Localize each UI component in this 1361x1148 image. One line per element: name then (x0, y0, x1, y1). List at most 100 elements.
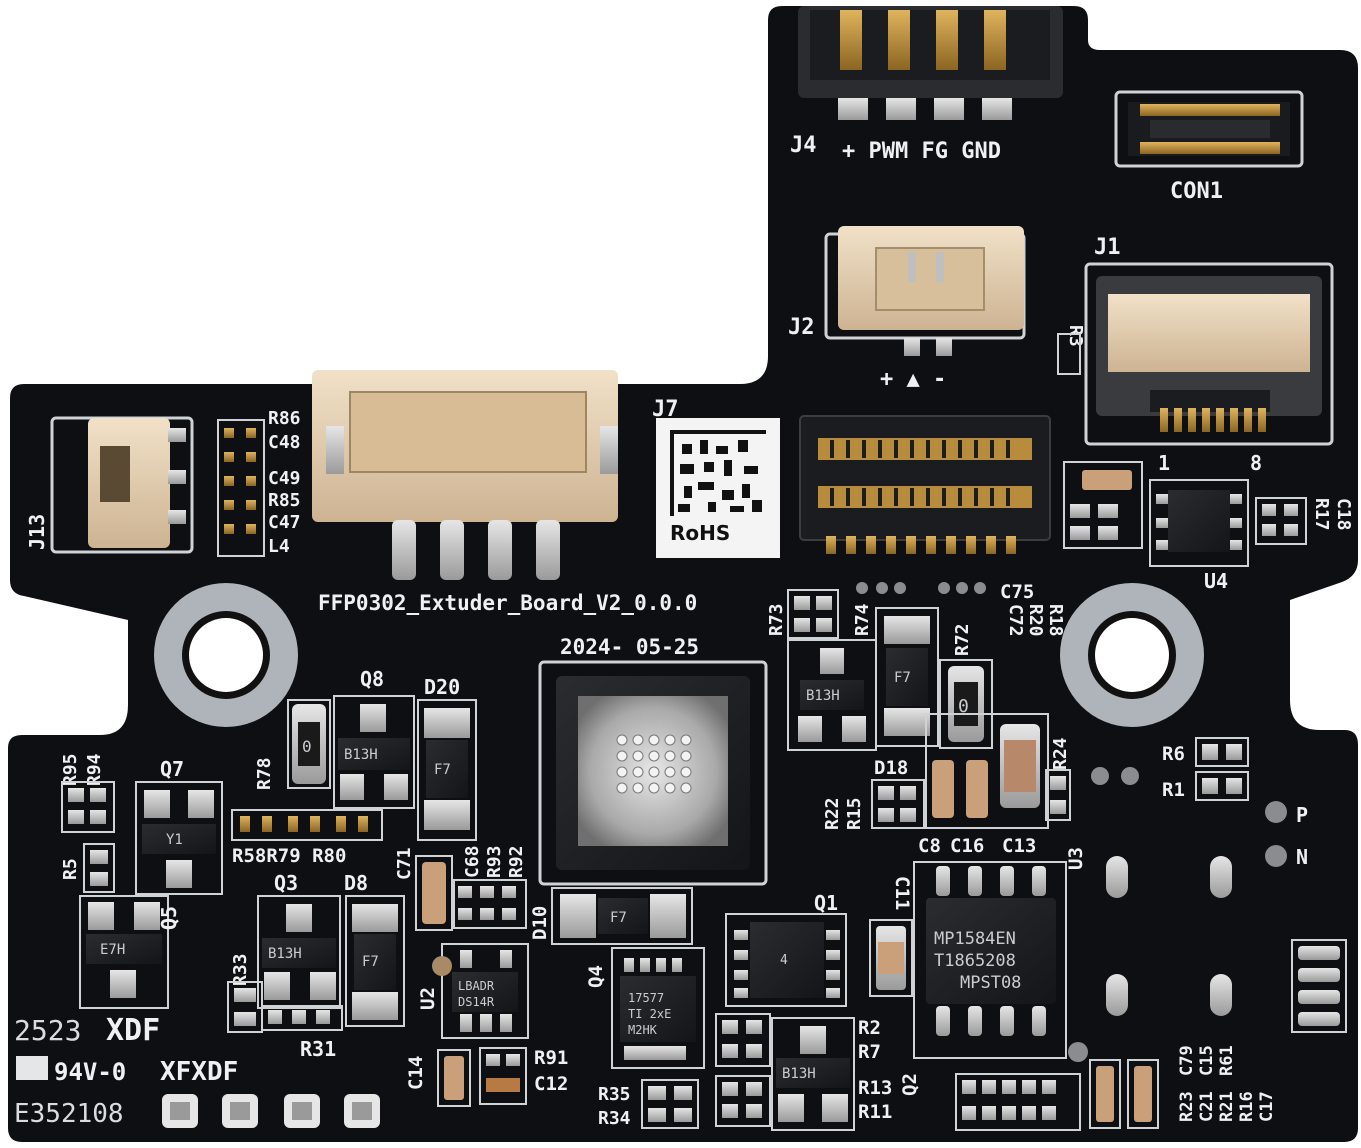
label-c12: C12 (534, 1073, 568, 1095)
label-c21: C21 (1197, 1091, 1217, 1122)
q8-transistor: B13H (333, 695, 415, 809)
label-transistor-a: B13H (806, 688, 840, 704)
label-r17: R17 (1311, 498, 1332, 531)
u3-chip: MP1584EN T1865208 MPST08 (913, 861, 1067, 1059)
resistor-r72: 0 (939, 659, 993, 749)
label-lot: E352108 (14, 1099, 124, 1129)
label-q5: Q5 (157, 906, 181, 930)
bottom-right-passives (955, 1059, 1159, 1131)
label-r18: R18 (1045, 604, 1066, 637)
label-r72: R72 (952, 623, 973, 656)
j1-connector (1084, 262, 1334, 446)
sot23-near-r74: B13H (787, 639, 877, 751)
right-edge-pads (1291, 939, 1347, 1033)
label-j1-pin8: 8 (1250, 451, 1262, 475)
label-q3: Q3 (274, 871, 298, 895)
resistor-r78: 0 (287, 699, 331, 789)
label-r73: R73 (766, 603, 787, 636)
label-q4: Q4 (585, 965, 607, 988)
r5-pads (83, 843, 115, 893)
label-r7: R7 (858, 1041, 881, 1063)
label-q8: Q8 (360, 667, 384, 691)
d20-diode: F7 (417, 699, 477, 841)
q4-marking-2: TI 2xE (628, 1007, 671, 1021)
q5-transistor: E7H (79, 895, 169, 1009)
label-r33: R33 (230, 953, 251, 986)
label-r2: R2 (858, 1017, 881, 1039)
label-r16: R16 (1237, 1091, 1257, 1122)
label-transistor-q7: Y1 (166, 832, 183, 848)
label-d8: D8 (344, 871, 368, 895)
label-c14: C14 (405, 1056, 427, 1090)
label-u2: U2 (417, 987, 439, 1010)
label-xdf: XDF (106, 1013, 160, 1048)
r2-r7-pads (715, 1013, 771, 1127)
label-r13: R13 (858, 1077, 892, 1099)
passives-left-column (217, 419, 265, 557)
u4-chip (1149, 479, 1249, 567)
label-diode-d10: F7 (610, 910, 627, 926)
label-r24: R24 (1050, 737, 1071, 770)
svg-text:0: 0 (302, 737, 312, 756)
right-oval-pads (1106, 856, 1232, 1016)
caps-c8-c16-c13 (925, 713, 1049, 829)
label-j4: J4 (790, 133, 817, 158)
label-n: N (1296, 845, 1308, 869)
label-r6: R6 (1162, 743, 1185, 765)
label-ul: 94V-0 (54, 1058, 126, 1086)
label-c17: C17 (1257, 1091, 1277, 1122)
label-transistor-q5: E7H (100, 942, 125, 958)
u2-chip: LBADR DS14R (432, 943, 529, 1039)
rohs-datamatrix-label: RoHS (656, 418, 780, 558)
label-c15: C15 (1197, 1045, 1217, 1076)
label-c13: C13 (1002, 835, 1036, 857)
label-xfxdf: XFXDF (160, 1057, 238, 1087)
label-j1: J1 (1094, 235, 1121, 260)
label-q2: Q2 (899, 1073, 921, 1096)
label-d20: D20 (424, 675, 460, 699)
c71-c68-group (415, 855, 527, 931)
label-p: P (1296, 803, 1308, 827)
con1-connector (1114, 90, 1304, 168)
j2-connector (824, 226, 1026, 356)
label-r3: R3 (1065, 325, 1086, 347)
passives-near-u4 (1063, 461, 1307, 549)
label-r58-r79-r80: R58R79 R80 (232, 845, 346, 867)
q4-chip: 17577 TI 2xE M2HK (611, 947, 705, 1069)
label-2523: 2523 (14, 1014, 81, 1047)
label-d10: D10 (529, 906, 551, 940)
c14-r91-c12-group (437, 1047, 527, 1107)
label-j2-pins: + ▲ - (880, 367, 946, 392)
j4-connector (798, 6, 1063, 120)
r58-r79-r80-pads (231, 809, 383, 841)
label-transistor-q3: B13H (268, 946, 302, 962)
label-r23: R23 (1177, 1091, 1197, 1122)
btb-connector (799, 415, 1051, 554)
label-transistor-q2: B13H (782, 1066, 816, 1082)
label-c79: C79 (1177, 1045, 1197, 1076)
label-r61: R61 (1217, 1045, 1237, 1076)
label-u3: U3 (1065, 847, 1087, 870)
right-test-points (1068, 767, 1287, 1062)
label-r85: R85 (268, 490, 301, 511)
label-diode-d20: F7 (434, 762, 451, 778)
q2-transistor: B13H (771, 1017, 855, 1131)
label-r34: R34 (598, 1108, 631, 1129)
label-r78: R78 (254, 757, 275, 790)
u2-marking-2: DS14R (458, 995, 495, 1009)
r95-r94-pads (61, 781, 115, 833)
rohs-text: RoHS (670, 521, 730, 545)
label-r15: R15 (844, 797, 865, 830)
r33-r31-pads (227, 981, 343, 1033)
r6-r1-pads (1195, 737, 1249, 801)
label-c68: C68 (462, 845, 483, 878)
j13-connector (50, 416, 194, 554)
label-r20: R20 (1025, 604, 1046, 637)
q1-chip: 4 (725, 913, 847, 1007)
label-j2: J2 (788, 315, 815, 340)
label-diode-d8: F7 (362, 954, 379, 970)
label-c8: C8 (918, 835, 941, 857)
label-r95: R95 (60, 753, 81, 786)
label-r93: R93 (484, 845, 505, 878)
